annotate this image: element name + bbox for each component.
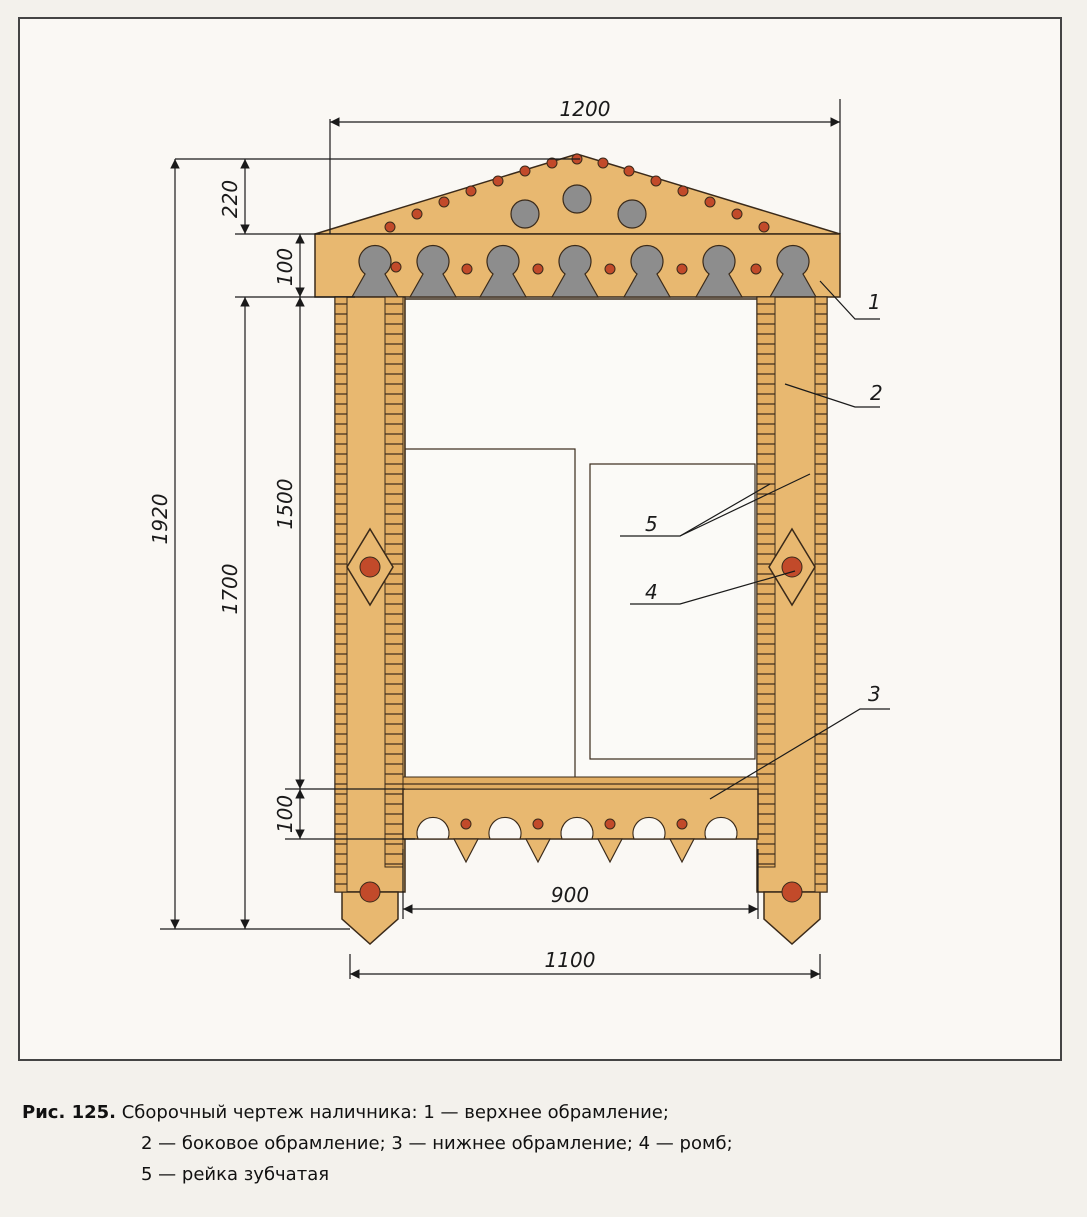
callout-leaders <box>620 280 890 800</box>
window-frame-assembly-drawing: 1200 220 100 1920 1700 1500 100 900 1100… <box>148 97 890 979</box>
pediment-small-holes <box>384 153 770 233</box>
lower-frame-holes <box>460 818 688 830</box>
figure-label: Рис. 125. <box>22 1102 116 1123</box>
lower-frame-scallops <box>416 816 738 840</box>
callout-2: 2 <box>870 381 883 405</box>
callout-5: 5 <box>645 512 658 536</box>
dim-pediment-height: 220 <box>218 180 242 218</box>
dim-bottom-height: 100 <box>273 795 297 833</box>
dimension-lines <box>160 99 841 979</box>
caption-line-2: 2 — боковое обрамление; 3 — нижнее обрам… <box>141 1133 733 1154</box>
figure-caption: Рис. 125. Сборочный чертеж наличника: 1 … <box>22 1097 1062 1190</box>
pediment-large-discs <box>510 184 647 229</box>
dim-cornice-height: 100 <box>273 248 297 286</box>
dim-top-width: 1200 <box>560 97 611 121</box>
lower-frame-pendants <box>453 838 695 864</box>
dim-total-height: 1920 <box>148 494 172 545</box>
rhombus-ornaments <box>346 527 816 903</box>
callout-1: 1 <box>868 290 881 314</box>
cornice-keyhole-ornaments <box>350 244 818 298</box>
dim-bottom-width: 1100 <box>545 948 596 972</box>
cornice-small-holes <box>390 261 762 275</box>
dim-side-height: 1700 <box>218 564 242 615</box>
caption-line-1: Рис. 125. Сборочный чертеж наличника: 1 … <box>22 1097 1062 1128</box>
dim-inner-width: 900 <box>551 883 589 907</box>
caption-line-3: 5 — рейка зубчатая <box>141 1164 330 1185</box>
left-outer-teeth <box>334 296 348 893</box>
drawing-frame: 1200 220 100 1920 1700 1500 100 900 1100… <box>18 17 1062 1061</box>
right-outer-teeth <box>814 296 828 893</box>
caption-text-1: Сборочный чертеж наличника: 1 — верхнее … <box>121 1102 669 1123</box>
window-opening <box>402 298 759 790</box>
callout-3: 3 <box>868 682 881 706</box>
callout-4: 4 <box>645 580 658 604</box>
dim-opening-height: 1500 <box>273 479 297 530</box>
